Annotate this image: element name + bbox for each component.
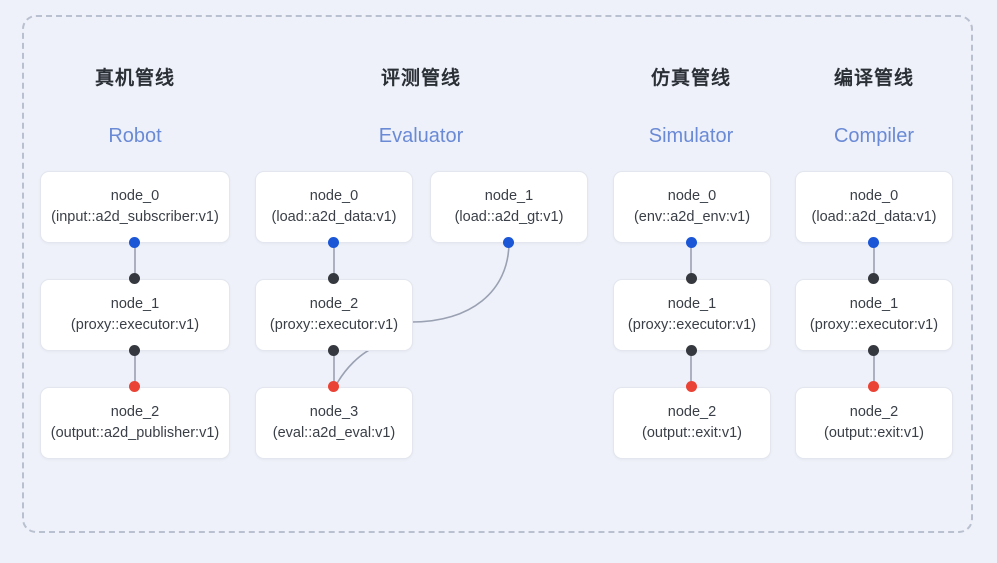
node-name: node_0	[309, 188, 359, 204]
port-input-dot-compiler-1[interactable]	[868, 273, 879, 284]
pipeline-subtitle-robot: Robot	[108, 125, 162, 147]
pipeline-title-robot: 真机管线	[94, 68, 175, 89]
node-type: (input::a2d_subscriber:v1)	[51, 209, 219, 225]
node-name: node_1	[849, 296, 899, 312]
node-compiler-2[interactable]: node_2 (output::exit:v1)	[795, 387, 953, 459]
pipeline-title-simulator: 仿真管线	[650, 68, 731, 89]
node-type: (proxy::executor:v1)	[269, 317, 399, 333]
node-name: node_0	[110, 188, 160, 204]
node-evaluator-1[interactable]: node_1 (load::a2d_gt:v1)	[430, 171, 588, 243]
node-compiler-0[interactable]: node_0 (load::a2d_data:v1)	[795, 171, 953, 243]
node-type: (proxy::executor:v1)	[627, 317, 757, 333]
node-evaluator-3[interactable]: node_3 (eval::a2d_eval:v1)	[255, 387, 413, 459]
node-name: node_0	[849, 188, 899, 204]
port-output-dot-robot-0[interactable]	[129, 237, 140, 248]
node-name: node_3	[309, 404, 359, 420]
node-type: (eval::a2d_eval:v1)	[272, 425, 396, 441]
node-evaluator-2[interactable]: node_2 (proxy::executor:v1)	[255, 279, 413, 351]
port-input-dot-robot-1[interactable]	[129, 273, 140, 284]
node-name: node_0	[667, 188, 717, 204]
node-name: node_1	[110, 296, 160, 312]
port-output-dot-compiler-1[interactable]	[868, 345, 879, 356]
pipeline-title-evaluator: 评测管线	[380, 68, 461, 89]
node-name: node_1	[667, 296, 717, 312]
node-name: node_2	[110, 404, 160, 420]
node-simulator-1[interactable]: node_1 (proxy::executor:v1)	[613, 279, 771, 351]
node-type: (output::exit:v1)	[642, 425, 742, 441]
port-input-dot-evaluator-3[interactable]	[328, 381, 339, 392]
node-compiler-1[interactable]: node_1 (proxy::executor:v1)	[795, 279, 953, 351]
node-robot-0[interactable]: node_0 (input::a2d_subscriber:v1)	[40, 171, 230, 243]
port-output-dot-simulator-0[interactable]	[686, 237, 697, 248]
node-type: (proxy::executor:v1)	[809, 317, 939, 333]
port-input-dot-simulator-1[interactable]	[686, 273, 697, 284]
port-input-dot-evaluator-2[interactable]	[328, 273, 339, 284]
node-simulator-0[interactable]: node_0 (env::a2d_env:v1)	[613, 171, 771, 243]
node-type: (load::a2d_data:v1)	[271, 209, 397, 225]
node-type: (proxy::executor:v1)	[70, 317, 200, 333]
port-output-dot-simulator-1[interactable]	[686, 345, 697, 356]
pipeline-subtitle-compiler: Compiler	[833, 125, 915, 147]
node-type: (output::a2d_publisher:v1)	[50, 425, 220, 441]
edge-eval-gt-to-executor	[411, 241, 510, 323]
edge-eval-executor-to-eval	[334, 344, 381, 388]
node-robot-1[interactable]: node_1 (proxy::executor:v1)	[40, 279, 230, 351]
node-type: (env::a2d_env:v1)	[633, 209, 751, 225]
node-name: node_2	[849, 404, 899, 420]
node-type: (output::exit:v1)	[824, 425, 924, 441]
pipeline-group-frame	[22, 15, 973, 533]
port-input-dot-compiler-2[interactable]	[868, 381, 879, 392]
node-evaluator-0[interactable]: node_0 (load::a2d_data:v1)	[255, 171, 413, 243]
port-output-dot-evaluator-0[interactable]	[328, 237, 339, 248]
node-robot-2[interactable]: node_2 (output::a2d_publisher:v1)	[40, 387, 230, 459]
node-simulator-2[interactable]: node_2 (output::exit:v1)	[613, 387, 771, 459]
node-type: (load::a2d_data:v1)	[811, 209, 937, 225]
node-type: (load::a2d_gt:v1)	[454, 209, 564, 225]
node-name: node_2	[309, 296, 359, 312]
port-input-dot-simulator-2[interactable]	[686, 381, 697, 392]
pipeline-subtitle-simulator: Simulator	[648, 125, 734, 147]
port-output-dot-robot-1[interactable]	[129, 345, 140, 356]
port-input-dot-robot-2[interactable]	[129, 381, 140, 392]
port-output-dot-compiler-0[interactable]	[868, 237, 879, 248]
port-output-dot-evaluator-2[interactable]	[328, 345, 339, 356]
port-output-dot-evaluator-1[interactable]	[503, 237, 514, 248]
node-name: node_2	[667, 404, 717, 420]
pipeline-subtitle-evaluator: Evaluator	[378, 125, 464, 147]
node-name: node_1	[484, 188, 534, 204]
pipeline-title-compiler: 编译管线	[833, 68, 914, 89]
